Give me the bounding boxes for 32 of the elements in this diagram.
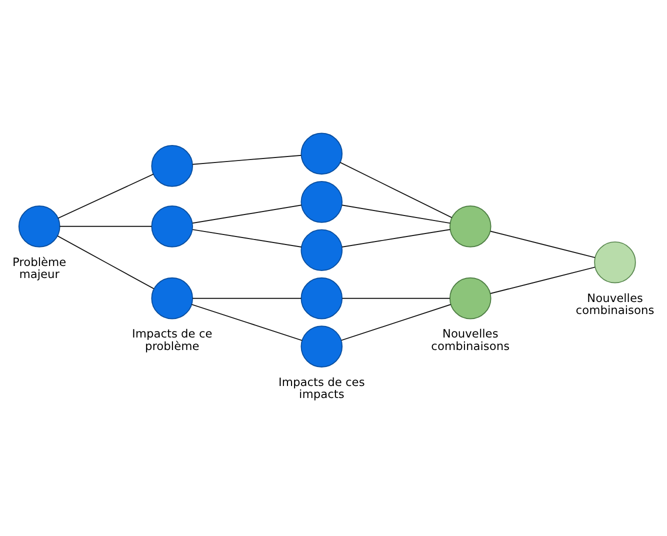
node-circle <box>151 144 194 186</box>
node-circle <box>300 180 343 222</box>
node-circle <box>449 205 492 247</box>
node-circle <box>449 276 492 319</box>
node-circle <box>300 132 343 174</box>
connector <box>58 173 154 218</box>
connector <box>342 228 451 247</box>
connector <box>57 234 154 289</box>
node-circle <box>594 240 636 283</box>
node-label: Nouvelles combinaisons <box>576 290 654 317</box>
connector <box>340 304 452 340</box>
connector <box>192 204 302 224</box>
node-circle <box>151 205 194 247</box>
node-circle <box>300 276 343 319</box>
connector <box>192 297 302 298</box>
connector <box>340 161 452 218</box>
connector <box>192 228 302 247</box>
node-circle <box>151 276 194 319</box>
connector <box>342 297 450 298</box>
node-label: Problème majeur <box>12 254 66 281</box>
node-label: Nouvelles combinaisons <box>431 326 510 352</box>
connector <box>191 303 303 340</box>
node-circle <box>300 325 343 367</box>
connector <box>490 266 596 294</box>
connector <box>59 225 152 226</box>
node-circle <box>18 205 60 247</box>
node-circle <box>300 228 343 271</box>
connector <box>490 230 596 258</box>
node-label: Impacts de ce problème <box>132 326 212 352</box>
node-label: Impacts de ces impacts <box>278 374 365 401</box>
connector <box>342 204 451 224</box>
connector <box>192 154 302 164</box>
